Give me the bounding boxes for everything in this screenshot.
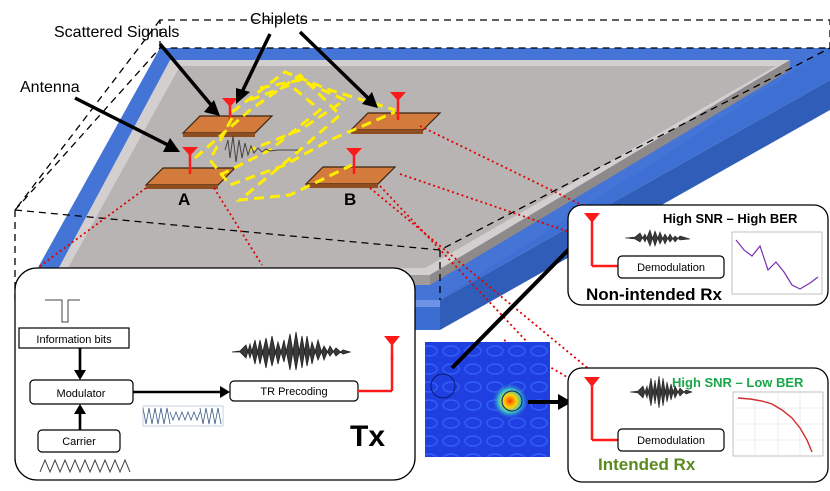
demodulation-label-intended: Demodulation bbox=[637, 435, 705, 447]
rx-antenna-icon bbox=[584, 377, 600, 440]
received-waveform-intended bbox=[629, 375, 693, 409]
callouts: Chiplets Scattered Signals Antenna A B bbox=[20, 11, 356, 209]
antenna-icon bbox=[182, 147, 198, 174]
modulator-label: Modulator bbox=[57, 388, 106, 400]
intended-title: Intended Rx bbox=[598, 455, 696, 474]
focus-ring-intended bbox=[501, 390, 523, 412]
antenna-icon bbox=[390, 92, 406, 120]
information-bits-label: Information bits bbox=[36, 334, 112, 346]
non-intended-rx-panel: High SNR – High BER Demodulation Non-int… bbox=[567, 204, 829, 306]
callout-arrows bbox=[74, 30, 378, 152]
ber-plot-intended bbox=[732, 391, 824, 457]
tx-title: Tx bbox=[350, 420, 385, 453]
field-heatmap bbox=[425, 342, 550, 457]
scattered-signal-paths bbox=[194, 70, 396, 202]
chiplet-a bbox=[144, 167, 237, 189]
information-bits-box bbox=[18, 327, 130, 349]
focus-ring-nonintended bbox=[430, 373, 456, 399]
connection-lines bbox=[31, 125, 591, 381]
non-intended-title: Non-intended Rx bbox=[586, 285, 723, 304]
package-wireframe bbox=[14, 19, 830, 300]
chiplet-top-right bbox=[349, 112, 442, 134]
demodulation-box-nonintended bbox=[617, 255, 725, 279]
carrier-waveform bbox=[39, 458, 131, 474]
demodulation-label-nonintended: Demodulation bbox=[637, 262, 705, 274]
intended-status: High SNR – Low BER bbox=[672, 375, 804, 390]
tr-precoding-label: TR Precoding bbox=[260, 386, 327, 398]
chiplet-b bbox=[304, 166, 397, 188]
chiplet-antennas bbox=[182, 92, 406, 174]
demodulation-box-intended bbox=[617, 428, 725, 452]
scattered-signals-label: Scattered Signals bbox=[54, 24, 179, 41]
chiplet-a-label: A bbox=[178, 190, 190, 209]
tr-precoded-waveform bbox=[231, 331, 352, 371]
tx-panel: Information bits Modulator Carrier TR Pr… bbox=[14, 267, 416, 481]
tx-antenna-icon bbox=[384, 336, 400, 360]
chiplets-label: Chiplets bbox=[250, 11, 308, 28]
chiplet-b-label: B bbox=[344, 190, 356, 209]
antenna-icon bbox=[346, 148, 362, 174]
antenna-label: Antenna bbox=[20, 79, 80, 96]
die-side bbox=[430, 60, 790, 285]
ber-plot-nonintended bbox=[731, 231, 823, 295]
scattered-waveform bbox=[224, 135, 298, 163]
received-waveform-nonintended bbox=[624, 229, 691, 247]
modulated-waveform bbox=[142, 405, 224, 427]
intended-rx-panel: High SNR – Low BER Demodulation Intended… bbox=[567, 367, 829, 483]
non-intended-status: High SNR – High BER bbox=[663, 211, 798, 226]
chiplets bbox=[144, 112, 442, 189]
rx-antenna-icon bbox=[584, 213, 600, 266]
bits-pulse-icon bbox=[45, 299, 80, 323]
carrier-label: Carrier bbox=[62, 436, 96, 448]
